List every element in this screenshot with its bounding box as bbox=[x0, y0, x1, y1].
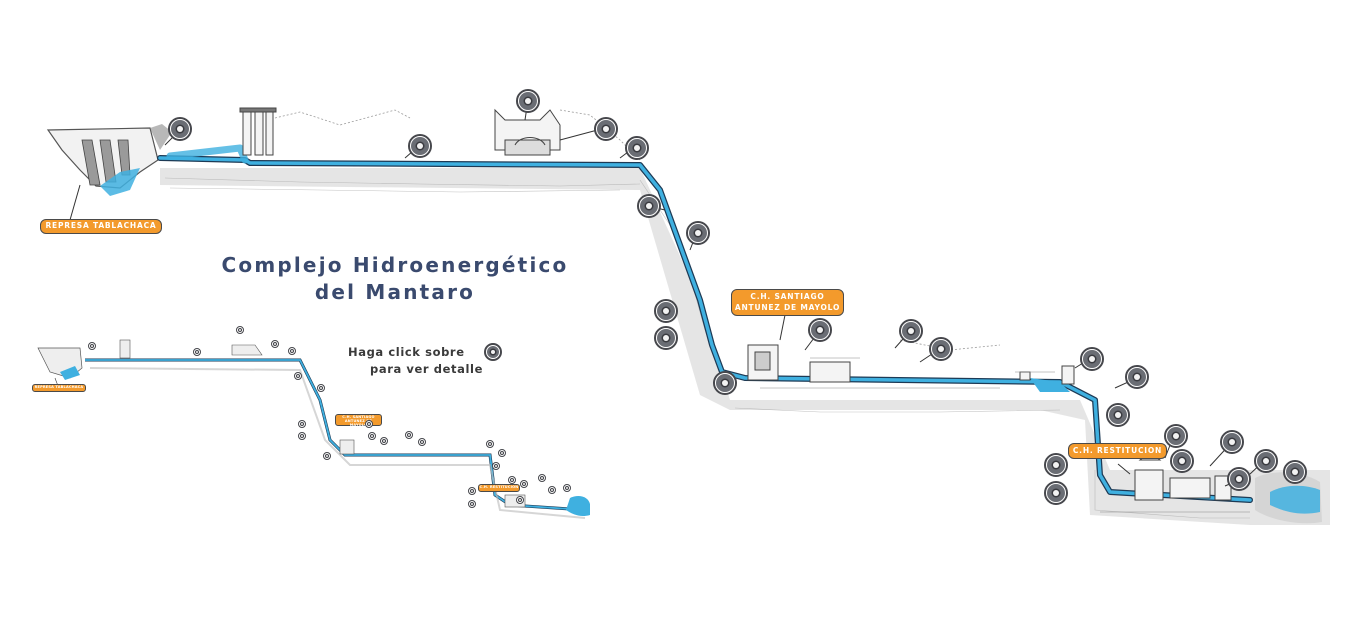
mini-detail-icon[interactable] bbox=[520, 480, 528, 488]
instruction-line-1: Haga click sobre bbox=[348, 345, 465, 359]
structures-main bbox=[239, 107, 1232, 501]
water-conduit-main bbox=[157, 144, 1253, 503]
mini-detail-icon[interactable] bbox=[563, 484, 571, 492]
title-line-2: del Mantaro bbox=[314, 280, 476, 304]
title-line-1: Complejo Hidroenergético bbox=[221, 253, 569, 277]
mini-detail-icon[interactable] bbox=[294, 372, 302, 380]
dimension-lines bbox=[760, 357, 1250, 513]
mini-detail-icon[interactable] bbox=[298, 432, 306, 440]
detail-icon[interactable] bbox=[654, 326, 678, 350]
detail-icon[interactable] bbox=[1044, 453, 1068, 477]
mini-detail-icon[interactable] bbox=[323, 452, 331, 460]
detail-icon[interactable] bbox=[1170, 449, 1194, 473]
label-dam[interactable]: REPRESA TABLACHACA bbox=[40, 219, 162, 234]
mini-detail-icon[interactable] bbox=[288, 347, 296, 355]
detail-button-icon bbox=[484, 343, 502, 361]
mini-label-dam[interactable]: REPRESA TABLACHACA bbox=[32, 384, 86, 392]
label-plant-santiago[interactable]: C.H. SANTIAGO ANTUNEZ DE MAYOLO bbox=[731, 289, 844, 316]
mini-detail-icon[interactable] bbox=[418, 438, 426, 446]
instruction-line-2: para ver detalle bbox=[370, 362, 483, 376]
mini-label-plant-santiago[interactable]: C.H. SANTIAGO ANTUNEZ DE MAYOLO bbox=[335, 414, 382, 427]
mini-label-plant-santiago-line-2: ANTUNEZ DE MAYOLO bbox=[344, 419, 373, 427]
detail-icon[interactable] bbox=[408, 134, 432, 158]
mini-detail-icon[interactable] bbox=[365, 420, 373, 428]
detail-icon[interactable] bbox=[1080, 347, 1104, 371]
detail-icon[interactable] bbox=[1106, 403, 1130, 427]
mini-detail-icon[interactable] bbox=[492, 462, 500, 470]
detail-icon[interactable] bbox=[625, 136, 649, 160]
detail-icon[interactable] bbox=[594, 117, 618, 141]
detail-icon[interactable] bbox=[929, 337, 953, 361]
mini-detail-icon[interactable] bbox=[486, 440, 494, 448]
label-plant-santiago-line-2: ANTUNEZ DE MAYOLO bbox=[734, 303, 841, 312]
mini-detail-icon[interactable] bbox=[468, 500, 476, 508]
detail-icon[interactable] bbox=[1125, 365, 1149, 389]
label-plant-santiago-line-1: C.H. SANTIAGO bbox=[750, 292, 825, 301]
mini-detail-icon[interactable] bbox=[498, 449, 506, 457]
detail-icon[interactable] bbox=[808, 318, 832, 342]
detail-icon[interactable] bbox=[1044, 481, 1068, 505]
detail-icon[interactable] bbox=[1164, 424, 1188, 448]
diagram-title: Complejo Hidroenergético del Mantaro bbox=[190, 252, 600, 306]
detail-icon[interactable] bbox=[654, 299, 678, 323]
detail-icon[interactable] bbox=[686, 221, 710, 245]
mini-detail-icon[interactable] bbox=[508, 476, 516, 484]
detail-icon[interactable] bbox=[516, 89, 540, 113]
detail-icon[interactable] bbox=[168, 117, 192, 141]
mini-detail-icon[interactable] bbox=[538, 474, 546, 482]
detail-icon[interactable] bbox=[1227, 467, 1251, 491]
mini-label-plant-restitucion[interactable]: C.H. RESTITUCION bbox=[478, 484, 520, 492]
detail-icon[interactable] bbox=[637, 194, 661, 218]
detail-icon[interactable] bbox=[1254, 449, 1278, 473]
mini-detail-icon[interactable] bbox=[193, 348, 201, 356]
dam-structure bbox=[46, 124, 172, 196]
mini-detail-icon[interactable] bbox=[317, 384, 325, 392]
detail-icon[interactable] bbox=[713, 371, 737, 395]
label-plant-restitucion[interactable]: C.H. RESTITUCION bbox=[1068, 443, 1167, 459]
mini-detail-icon[interactable] bbox=[271, 340, 279, 348]
instruction-prefix: Haga click sobre bbox=[348, 345, 465, 359]
mini-detail-icon[interactable] bbox=[516, 496, 524, 504]
mini-detail-icon[interactable] bbox=[88, 342, 96, 350]
mini-detail-icon[interactable] bbox=[548, 486, 556, 494]
mini-detail-icon[interactable] bbox=[236, 326, 244, 334]
mini-detail-icon[interactable] bbox=[298, 420, 306, 428]
detail-icon[interactable] bbox=[1283, 460, 1307, 484]
detail-icon[interactable] bbox=[1220, 430, 1244, 454]
mini-detail-icon[interactable] bbox=[405, 431, 413, 439]
detail-icon[interactable] bbox=[899, 319, 923, 343]
river-outflow bbox=[1255, 472, 1322, 524]
mini-detail-icon[interactable] bbox=[368, 432, 376, 440]
mini-detail-icon[interactable] bbox=[380, 437, 388, 445]
mini-label-plant-santiago-line-1: C.H. SANTIAGO bbox=[342, 415, 375, 419]
terrain-main bbox=[160, 168, 1330, 525]
mini-profile bbox=[37, 339, 590, 519]
mini-detail-icon[interactable] bbox=[468, 487, 476, 495]
